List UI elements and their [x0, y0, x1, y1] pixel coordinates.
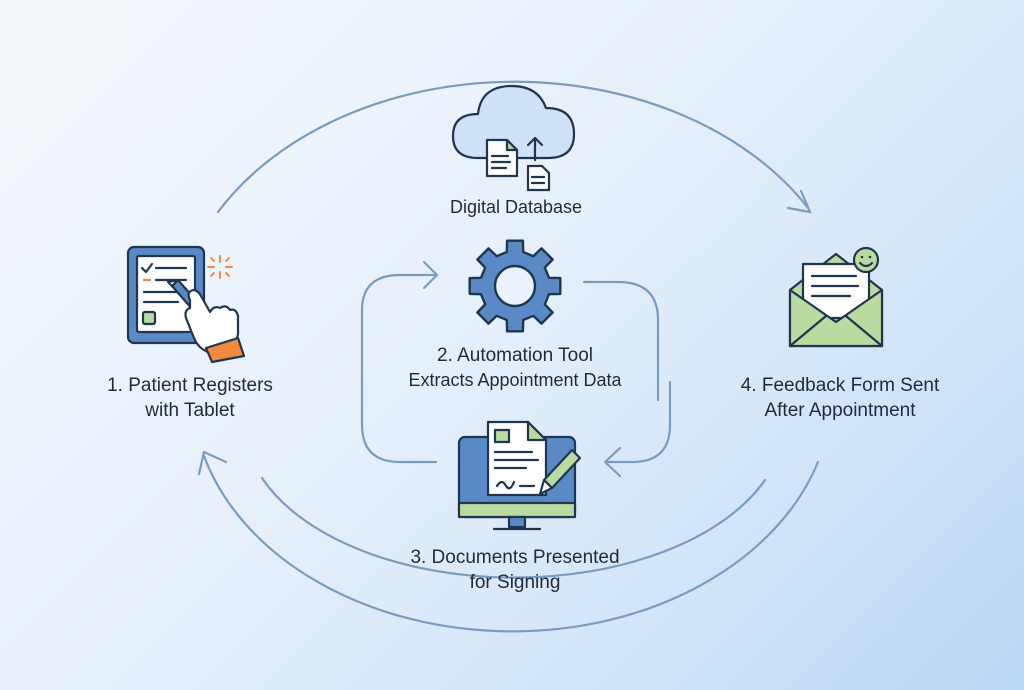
tablet-touch-icon	[126, 245, 246, 364]
envelope-front	[788, 288, 884, 348]
monitor-neck	[507, 515, 527, 529]
gear-icon	[468, 239, 562, 333]
step3-label-line1: 3. Documents Presented	[410, 547, 620, 568]
step3-label-line2: for Signing	[469, 572, 561, 593]
database-label-text: Digital Database	[449, 197, 583, 217]
step4-label-line2: After Appointment	[764, 400, 916, 421]
arrow-top-arc-head	[786, 189, 812, 214]
smiley-icon	[852, 246, 880, 274]
cloud-upload-icon	[451, 84, 576, 192]
gear-hole	[493, 264, 537, 308]
step1-label-line1: 1. Patient Registers	[107, 375, 273, 396]
monitor-document-icon	[457, 420, 582, 531]
step4-label-line1: 4. Feedback Form Sent	[740, 375, 940, 396]
database-label: Digital Database	[416, 195, 616, 220]
step2-label-line1: 2. Automation Tool	[437, 345, 593, 366]
arrow-inner-left-head	[422, 260, 439, 290]
arrow-inner-right-head	[603, 446, 622, 478]
arrow-inner-right-top	[582, 280, 660, 402]
arrow-bottom-outer-arc	[202, 454, 820, 633]
tablet-hand	[184, 288, 240, 354]
arrow-top-arc	[216, 80, 810, 214]
tablet-sleeve	[204, 336, 246, 364]
arrow-bottom-outer-arc-head	[197, 450, 228, 476]
step3-label: 3. Documents Presented for Signing	[380, 545, 650, 595]
sparkle-icon	[207, 255, 233, 279]
signature-mark	[495, 480, 516, 490]
monitor-bezel	[457, 501, 577, 519]
cloud-shape	[451, 84, 576, 160]
arrow-bottom-inner-arc	[260, 476, 767, 579]
step4-label: 4. Feedback Form Sent After Appointment	[700, 373, 980, 423]
arrow-inner-left	[360, 273, 438, 464]
step2-label: 2. Automation Tool Extracts Appointment …	[370, 343, 660, 393]
outer-cycle-arrows	[197, 80, 820, 633]
arrow-inner-right-bottom	[606, 380, 672, 464]
inner-loop-arrows	[360, 260, 672, 478]
step2-label-line2: Extracts Appointment Data	[408, 370, 622, 390]
envelope-smiley-icon	[788, 246, 884, 348]
step1-label: 1. Patient Registers with Tablet	[80, 373, 300, 423]
step1-label-line2: with Tablet	[145, 400, 235, 421]
